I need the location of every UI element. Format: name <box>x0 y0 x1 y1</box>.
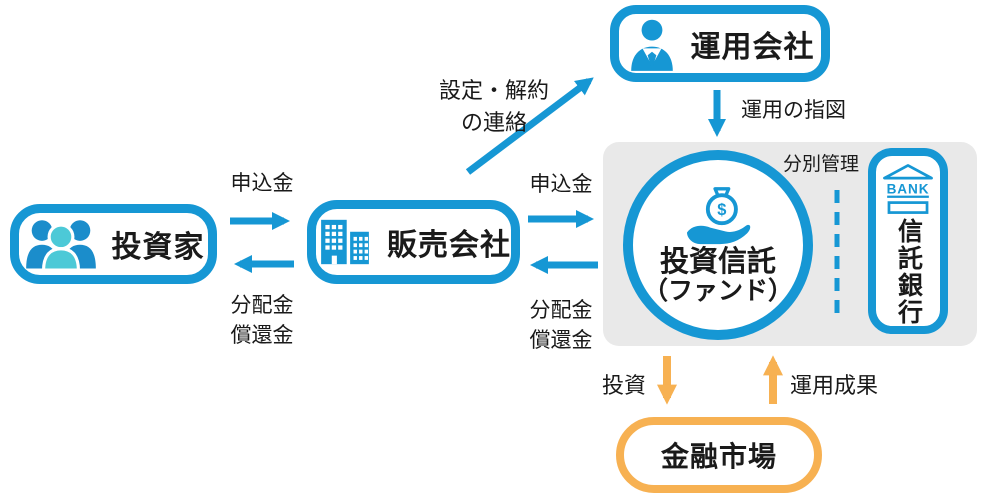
money-hand-icon: $ <box>687 187 751 245</box>
label-redemption-line2: 償還金 <box>230 324 294 348</box>
management-label: 運用会社 <box>690 30 815 64</box>
trust-bank-node: BANK 信託銀行 <box>868 148 948 334</box>
businessman-icon <box>630 19 673 71</box>
investor-label: 投資家 <box>111 231 205 264</box>
label-distribution-line1: 分配金 <box>230 294 294 317</box>
fund-label-line1: 投資信託 <box>659 246 776 279</box>
bank-sign-text: BANK <box>887 182 930 197</box>
label-separate-management: 分別管理 <box>783 154 860 175</box>
market-node: 金融市場 <box>616 417 822 493</box>
management-node: 運用会社 <box>610 5 830 82</box>
label-distribution-money-left: 分配金 償還金 <box>231 291 294 352</box>
dollar-symbol: $ <box>717 201 726 219</box>
label-management-instruction: 運用の指図 <box>741 99 846 122</box>
people-icon <box>25 220 96 271</box>
fund-node: $ 投資信託 （ファンド） <box>623 150 813 340</box>
market-label: 金融市場 <box>660 441 777 472</box>
label-redemption-line2: 償還金 <box>529 329 593 353</box>
label-distribution-line1: 分配金 <box>529 299 593 322</box>
investor-node: 投資家 <box>10 204 217 284</box>
bank-icon: BANK <box>883 164 933 214</box>
label-investment: 投資 <box>602 373 647 398</box>
label-setup-line2: の連絡 <box>460 109 528 135</box>
trust-bank-label: 信託銀行 <box>894 218 923 326</box>
label-distribution-money-right: 分配金 償還金 <box>530 296 593 357</box>
label-investment-results: 運用成果 <box>790 373 879 398</box>
label-application-money-right: 申込金 <box>529 173 593 196</box>
label-setup-line1: 設定・解約 <box>438 78 550 103</box>
distributor-label: 販売会社 <box>387 229 511 262</box>
fund-label-line2: （ファンド） <box>642 277 793 306</box>
label-setup-cancellation-notice: 設定・解約 の連絡 <box>439 75 549 139</box>
label-application-money-left: 申込金 <box>230 172 294 195</box>
distributor-node: 販売会社 <box>307 200 520 284</box>
building-icon <box>321 219 369 265</box>
